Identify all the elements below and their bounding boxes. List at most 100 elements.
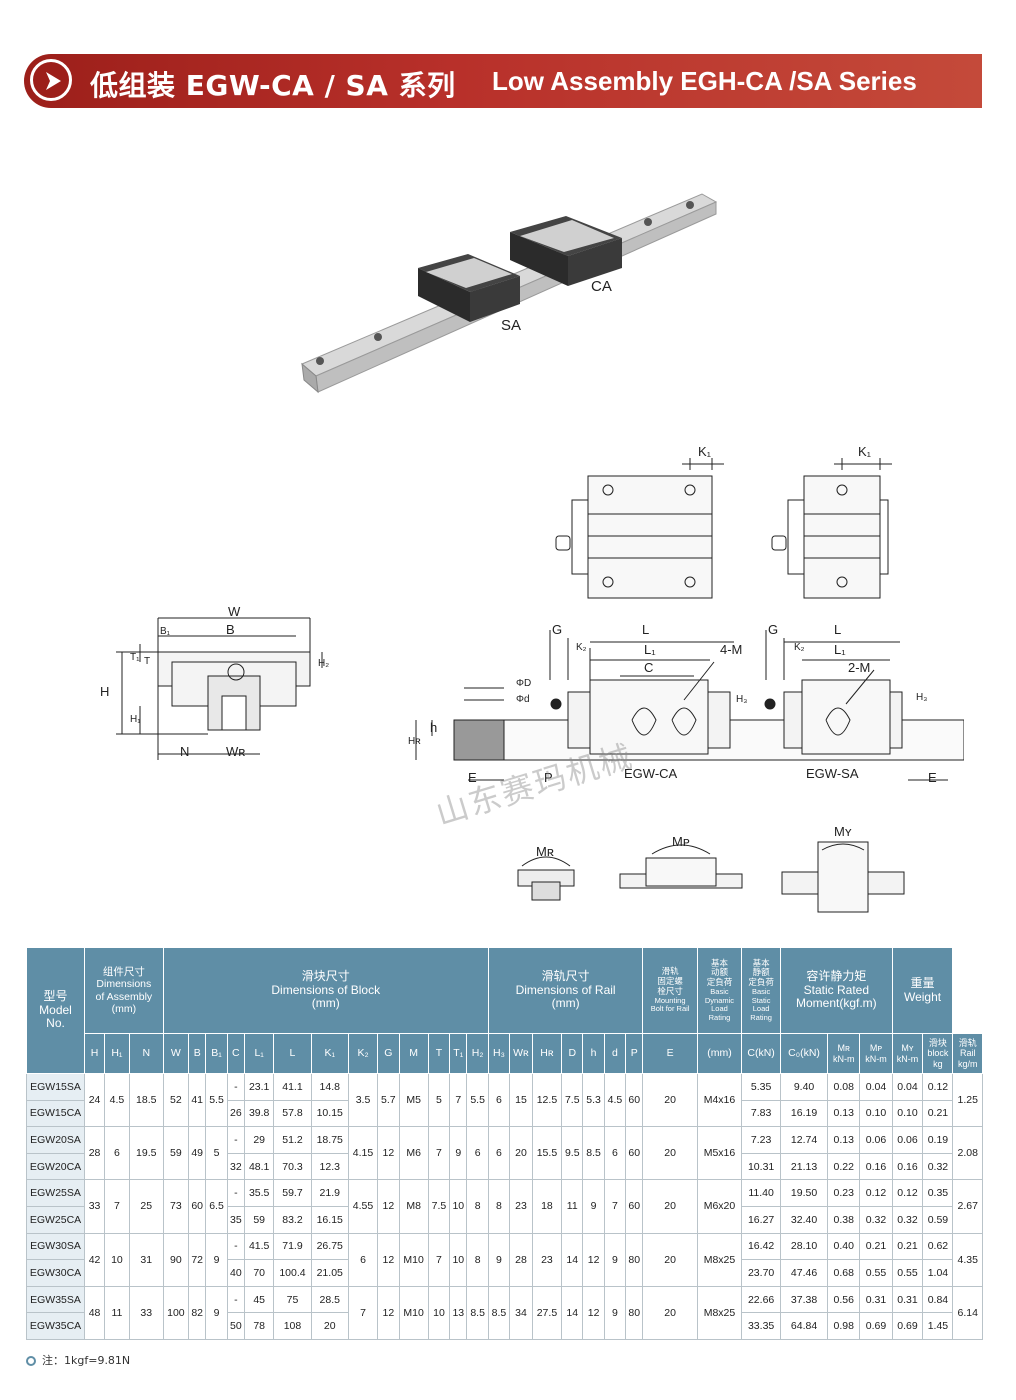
table-cell: 0.19 [922,1126,954,1154]
table-cell: 5.3 [582,1072,605,1128]
table-cell: 4.35 [952,1232,983,1287]
table-cell: 21.13 [780,1152,829,1181]
table-cell: 5 [205,1126,228,1181]
table-cell: EGW25SA [26,1179,85,1207]
dim-label-H1: H₁ [130,714,141,725]
table-cell: EGW30SA [26,1232,85,1261]
table-cell: 27.5 [531,1285,563,1340]
table-cell: EGW15SA [26,1073,85,1101]
dim-label-E-right: E [928,770,937,785]
table-cell: - [226,1285,246,1314]
dim-label-H2: H₂ [318,658,329,669]
table-cell: 5.5 [466,1072,489,1128]
table-cell: 21.9 [310,1179,349,1207]
table-cell: 10 [449,1232,468,1287]
table-cell: 14 [561,1285,584,1340]
table-cell: 8.5 [582,1126,605,1181]
table-cell: 20 [642,1232,698,1287]
table-cell: 78 [244,1312,275,1340]
table-cell: M6x20 [696,1179,743,1234]
page-title-cn: 低组装 EGW-CA / SA 系列 [90,69,456,102]
dim-label-h: h [430,720,437,735]
table-cell: 12.3 [310,1152,349,1181]
table-cell: 28 [83,1126,106,1181]
moment-mp-drawing: Mᴘ [616,830,746,900]
table-cell: 13 [449,1285,468,1340]
dim-label-L1-ca: L₁ [644,642,656,657]
table-cell: 33 [128,1285,164,1340]
table-cell: 7 [427,1232,451,1287]
table-cell: 12 [377,1285,400,1340]
table-cell: 33.35 [741,1312,782,1340]
photo-label-sa: SA [501,317,522,334]
table-cell: 5 [427,1072,451,1128]
dim-label-HR: Hʀ [408,736,421,747]
table-cell: 35.5 [244,1179,275,1207]
table-cell: 0.32 [891,1205,924,1234]
dim-label-K2-sa: K₂ [794,642,805,653]
table-cell: 4.5 [603,1072,627,1128]
table-cell: 5.35 [741,1073,782,1101]
moment-mr-drawing: Mʀ [506,842,586,910]
table-cell: 15.5 [531,1126,563,1181]
table-cell: 60 [188,1179,207,1234]
dim-label-G-sa: G [768,622,778,637]
table-cell: 6 [466,1126,489,1181]
dim-label-L1-sa: L₁ [834,642,846,657]
dim-label-T: T [144,656,150,667]
table-cell: 57.8 [273,1099,312,1128]
side-view-drawing: G L K₂ L₁ C 4-M H₃ ΦD Φd Hʀ h E P EGW-CA… [404,620,965,794]
table-cell: 9 [449,1126,468,1181]
table-cell: 23 [531,1232,563,1287]
table-cell: 0.13 [827,1099,861,1128]
table-cell: 51.2 [273,1126,312,1154]
table-cell: - [226,1179,246,1207]
table-cell: M10 [398,1232,429,1287]
table-cell: - [226,1073,246,1101]
table-cell: 7 [449,1072,468,1128]
table-cell: 0.10 [859,1099,893,1128]
front-view-drawing: W B B₁ H H₁ T₁ T H₂ N Wʀ [96,604,336,778]
dim-label-C-ca: C [644,660,653,675]
table-cell: 0.59 [922,1205,954,1234]
table-cell: 6 [487,1072,511,1128]
dim-label-W: W [228,604,241,619]
table-cell: EGW20SA [26,1126,85,1154]
table-cell: M5x16 [696,1126,743,1181]
table-cell: 9 [205,1285,228,1340]
table-cell: 0.13 [827,1126,861,1154]
table-cell: 48 [83,1285,106,1340]
table-cell: 50 [226,1312,246,1340]
table-cell: 18.5 [128,1072,164,1128]
table-cell: 7 [603,1179,627,1234]
table-cell: 0.12 [891,1179,924,1207]
table-cell: 41.1 [273,1073,312,1101]
table-cell: 7 [104,1179,130,1234]
table-cell: 20 [310,1312,349,1340]
table-cell: 9 [603,1285,627,1340]
table-cell: 0.62 [922,1232,954,1261]
table-cell: 16.27 [741,1205,782,1234]
table-cell: 28 [509,1232,533,1287]
table-cell: 5.7 [377,1072,400,1128]
table-cell: 24 [83,1072,106,1128]
table-cell: 0.22 [827,1152,861,1181]
table-cell: 7.23 [741,1126,782,1154]
footnote: 注：1kgf=9.81N [26,1352,130,1368]
table-cell: 18.75 [310,1126,349,1154]
table-cell: M10 [398,1285,429,1340]
table-cell: 23 [509,1179,533,1234]
table-cell: 16.15 [310,1205,349,1234]
header-banner: 低组装 EGW-CA / SA 系列 Low Assembly EGH-CA /… [24,54,982,108]
dim-label-H3-sa: H₃ [916,692,927,703]
table-cell: 90 [162,1232,190,1287]
table-cell: 6 [603,1126,627,1181]
